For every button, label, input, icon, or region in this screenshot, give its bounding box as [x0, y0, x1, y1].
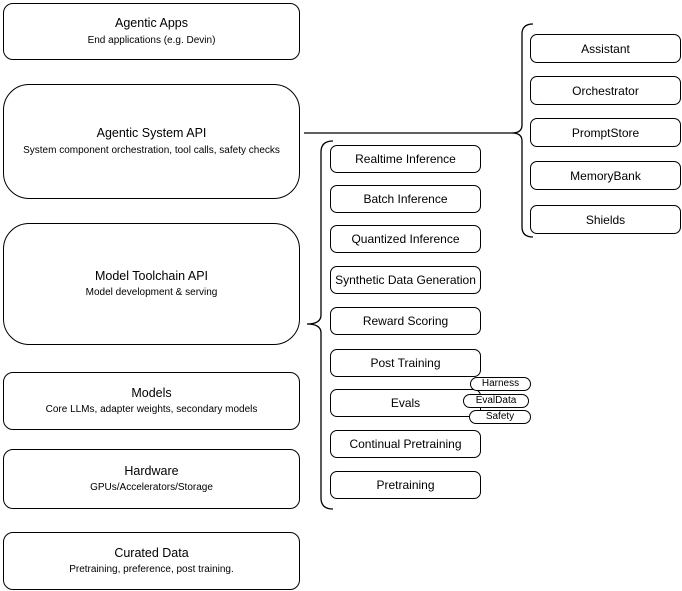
- node-evals: Evals: [330, 389, 481, 417]
- layer-model-toolchain-api: Model Toolchain API Model development & …: [3, 223, 300, 345]
- node-continual-pretraining: Continual Pretraining: [330, 430, 481, 458]
- layer-title: Agentic Apps: [115, 16, 188, 31]
- tag-evaldata: EvalData: [463, 394, 529, 408]
- layer-subtitle: Model development & serving: [85, 287, 218, 299]
- node-reward-scoring: Reward Scoring: [330, 307, 481, 335]
- layer-agentic-apps: Agentic Apps End applications (e.g. Devi…: [3, 3, 300, 60]
- node-synthetic-data-generation: Synthetic Data Generation: [330, 266, 481, 294]
- layer-subtitle: GPUs/Accelerators/Storage: [90, 482, 213, 494]
- node-batch-inference: Batch Inference: [330, 185, 481, 213]
- layer-title: Agentic System API: [96, 126, 207, 141]
- layer-curated-data: Curated Data Pretraining, preference, po…: [3, 532, 300, 590]
- layer-title: Model Toolchain API: [94, 268, 209, 283]
- layer-subtitle: Core LLMs, adapter weights, secondary mo…: [45, 404, 258, 416]
- layer-title: Models: [131, 385, 172, 400]
- layer-subtitle: Pretraining, preference, post training.: [69, 564, 234, 576]
- layer-title: Hardware: [124, 463, 179, 478]
- component-shields: Shields: [530, 205, 681, 234]
- node-realtime-inference: Realtime Inference: [330, 145, 481, 173]
- layer-hardware: Hardware GPUs/Accelerators/Storage: [3, 449, 300, 509]
- node-pretraining: Pretraining: [330, 471, 481, 499]
- layer-title: Curated Data: [114, 545, 189, 560]
- tag-harness: Harness: [470, 377, 531, 391]
- component-promptstore: PromptStore: [530, 118, 681, 147]
- component-memorybank: MemoryBank: [530, 161, 681, 190]
- layer-subtitle: End applications (e.g. Devin): [87, 34, 216, 46]
- tag-safety: Safety: [469, 410, 531, 424]
- layer-models: Models Core LLMs, adapter weights, secon…: [3, 372, 300, 430]
- node-post-training: Post Training: [330, 349, 481, 377]
- node-quantized-inference: Quantized Inference: [330, 225, 481, 253]
- component-orchestrator: Orchestrator: [530, 76, 681, 105]
- layer-subtitle: System component orchestration, tool cal…: [23, 144, 280, 156]
- layer-agentic-system-api: Agentic System API System component orch…: [3, 84, 300, 199]
- component-assistant: Assistant: [530, 34, 681, 63]
